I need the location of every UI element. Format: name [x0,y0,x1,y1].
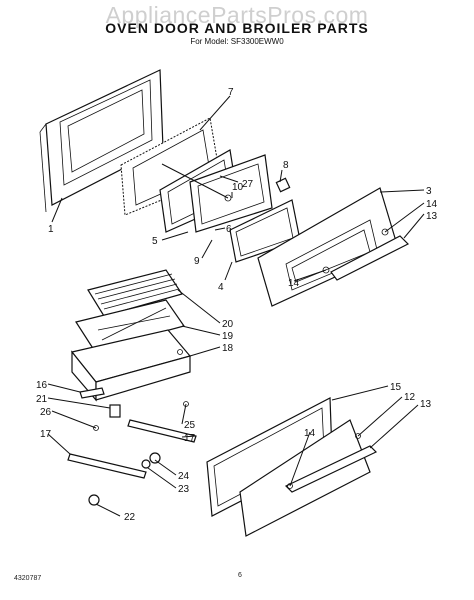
broiler-pan [70,329,192,402]
window-pack [189,154,273,233]
callout-10: 10 [232,182,244,193]
callout-14b: 14 [288,278,300,289]
callout-8: 8 [283,160,289,171]
callout-6: 6 [226,224,232,235]
callout-19: 19 [222,331,234,342]
roller [141,452,161,469]
callout-labels: 1 7 27 8 10 6 5 9 4 3 14 13 14 20 19 18 … [36,87,438,523]
model-subtitle: For Model: SF3300EWW0 [190,37,284,46]
callout-27: 27 [242,179,254,190]
callout-24: 24 [178,471,190,482]
slide-bracket-left [67,453,147,479]
callout-9: 9 [194,256,200,267]
door-hinge [275,177,291,193]
callout-13: 13 [426,211,438,222]
callout-13b: 13 [420,399,432,410]
glide [88,494,100,506]
callout-14: 14 [426,199,438,210]
callout-5: 5 [152,236,158,247]
callout-20: 20 [222,319,234,330]
callout-23: 23 [178,484,190,495]
callout-7: 7 [228,87,234,98]
callout-14c: 14 [304,428,316,439]
callout-18: 18 [222,343,234,354]
callout-3: 3 [426,186,432,197]
callout-15: 15 [390,382,402,393]
broiler-rack [87,269,183,317]
callout-16: 16 [36,380,48,391]
callout-26: 26 [40,407,52,418]
watermark: AppliancePartsPros.com [105,2,369,28]
callout-25: 25 [184,420,196,431]
drawer-outer-panel [239,419,378,537]
callout-17: 17 [40,429,52,440]
page-number: 6 [238,572,242,579]
callout-17b: 17 [184,433,196,444]
callout-4: 4 [218,282,224,293]
diagram-title: OVEN DOOR AND BROILER PARTS [105,20,369,36]
document-number: 4320787 [14,575,42,582]
callout-22: 22 [124,512,136,523]
callout-21: 21 [36,394,48,405]
outer-door-panel [257,187,410,307]
broiler-side-rail [79,387,121,431]
leader-lines [47,95,425,517]
callout-12: 12 [404,392,416,403]
callout-1: 1 [48,224,54,235]
